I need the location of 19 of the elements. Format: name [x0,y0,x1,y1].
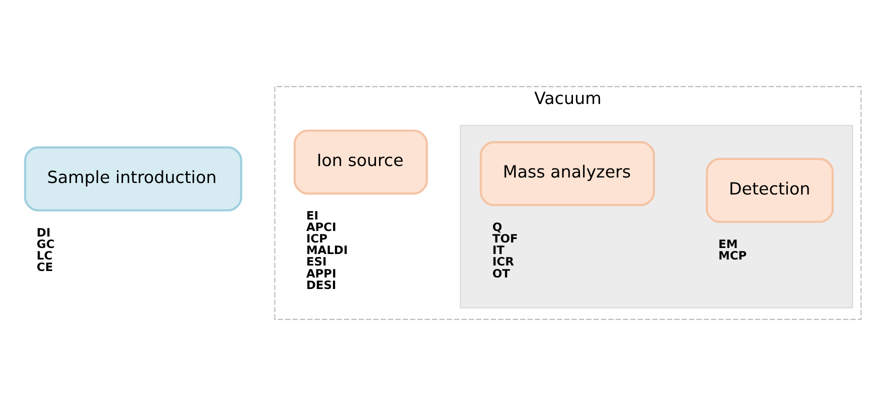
node-label: LC [36,248,52,262]
node-label: DESI [306,278,336,292]
node-label: EI [306,208,318,223]
node-label: ICR [492,254,514,269]
node-label: APCI [306,220,336,234]
node-label: OT [492,266,510,280]
node-label: GC [36,236,55,251]
node-label: IT [492,243,505,258]
node-label: EM [718,236,738,251]
node-label: MALDI [306,243,348,258]
node-label: DI [36,225,51,240]
cluster [460,124,854,308]
node-label: ESI [306,254,327,269]
node-label: CE [36,260,53,274]
node-label: TOF [492,232,518,246]
node-label: MCP [718,248,747,262]
node-label: Q [492,220,502,234]
node-label: APPI [306,266,336,280]
node-label: ICP [306,232,328,246]
